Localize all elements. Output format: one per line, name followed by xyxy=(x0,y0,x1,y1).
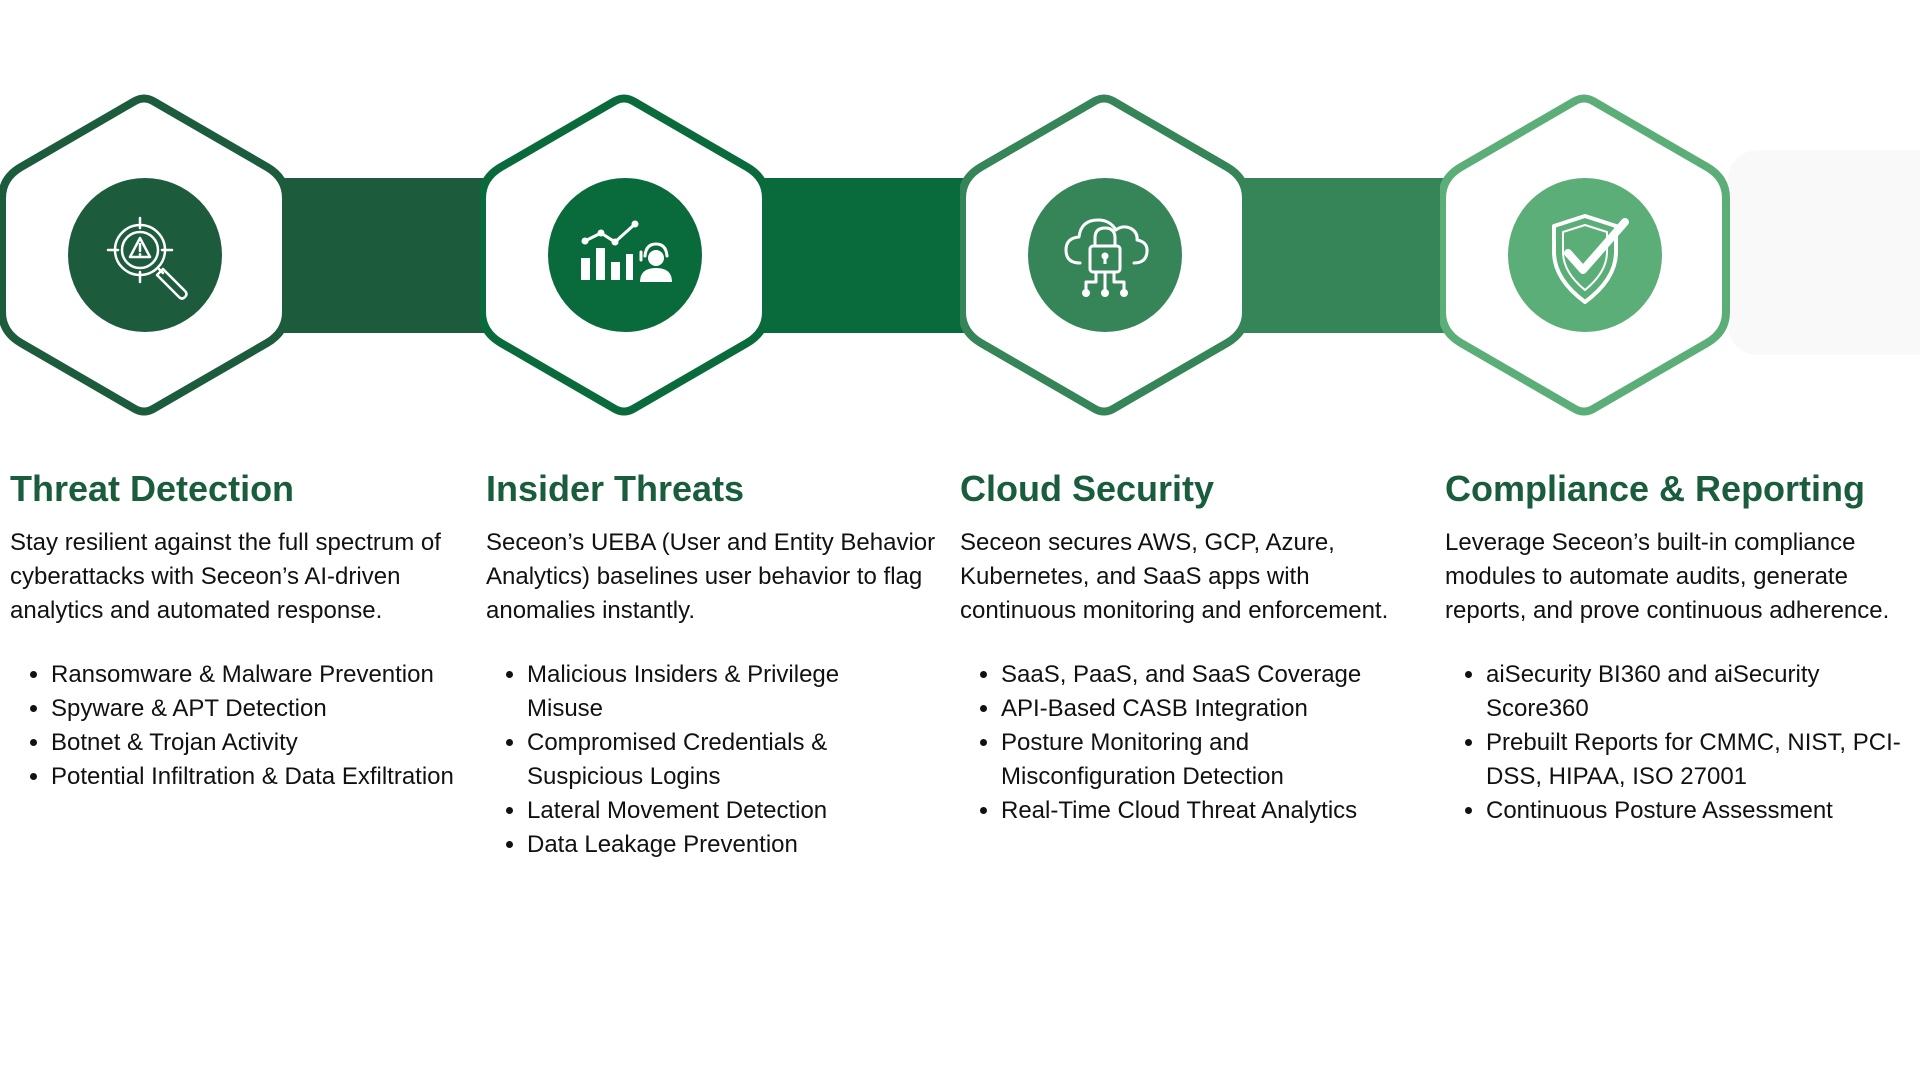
list-item: Compromised Credentials & Suspicious Log… xyxy=(527,726,887,794)
feature-list: aiSecurity BI360 and aiSecurity Score360… xyxy=(1445,658,1916,828)
list-item: Botnet & Trojan Activity xyxy=(51,726,461,760)
list-item: Ransomware & Malware Prevention xyxy=(51,658,461,692)
list-item: Spyware & APT Detection xyxy=(51,692,461,726)
analytics-user-chart-icon xyxy=(581,220,672,282)
list-item: Malicious Insiders & Privilege Misuse xyxy=(527,658,887,726)
section-title: Threat Detection xyxy=(10,468,295,509)
hexagon-insider-threats xyxy=(480,90,772,420)
connector-1-2 xyxy=(272,178,484,333)
feature-list: Ransomware & Malware Prevention Spyware … xyxy=(10,658,461,794)
section-title: Insider Threats xyxy=(486,468,745,509)
icon-badge xyxy=(1028,178,1182,332)
column-compliance-reporting: Compliance & Reporting Leverage Seceon’s… xyxy=(1445,462,1905,828)
section-title: Cloud Security xyxy=(960,468,1215,509)
column-threat-detection: Threat Detection Stay resilient against … xyxy=(10,462,470,794)
list-item: API-Based CASB Integration xyxy=(1001,692,1411,726)
feature-list: SaaS, PaaS, and SaaS Coverage API-Based … xyxy=(960,658,1411,828)
column-insider-threats: Insider Threats Seceon’s UEBA (User and … xyxy=(486,462,946,862)
section-title: Compliance & Reporting xyxy=(1445,468,1866,509)
column-cloud-security: Cloud Security Seceon secures AWS, GCP, … xyxy=(960,462,1420,828)
list-item: Prebuilt Reports for CMMC, NIST, PCI-DSS… xyxy=(1486,726,1916,794)
hexagon-threat-detection xyxy=(0,90,292,420)
threat-target-magnifier-icon xyxy=(106,216,188,300)
section-description: Stay resilient against the full spectrum… xyxy=(10,529,441,624)
icon-badge xyxy=(68,178,222,332)
list-item: SaaS, PaaS, and SaaS Coverage xyxy=(1001,658,1411,692)
shield-check-icon xyxy=(1552,214,1629,304)
list-item: Data Leakage Prevention xyxy=(527,828,887,862)
list-item: Potential Infiltration & Data Exfiltrati… xyxy=(51,760,461,794)
icon-badge xyxy=(1508,178,1662,332)
feature-list: Malicious Insiders & Privilege Misuse Co… xyxy=(486,658,887,862)
section-description: Leverage Seceon’s built-in compliance mo… xyxy=(1445,529,1890,624)
list-item: Continuous Posture Assessment xyxy=(1486,794,1916,828)
hexagon-cloud-security xyxy=(960,90,1252,420)
section-description: Seceon secures AWS, GCP, Azure, Kubernet… xyxy=(960,529,1389,624)
hexagon-compliance-reporting xyxy=(1440,90,1732,420)
list-item: Posture Monitoring and Misconfiguration … xyxy=(1001,726,1411,794)
section-description: Seceon’s UEBA (User and Entity Behavior … xyxy=(486,529,936,624)
connector-2-3 xyxy=(752,178,964,333)
list-item: Lateral Movement Detection xyxy=(527,794,887,828)
faint-trailing-card xyxy=(1728,150,1920,355)
list-item: Real-Time Cloud Threat Analytics xyxy=(1001,794,1411,828)
cloud-lock-icon xyxy=(1064,218,1149,297)
connector-3-4 xyxy=(1232,178,1444,333)
list-item: aiSecurity BI360 and aiSecurity Score360 xyxy=(1486,658,1916,726)
icon-badge xyxy=(548,178,702,332)
